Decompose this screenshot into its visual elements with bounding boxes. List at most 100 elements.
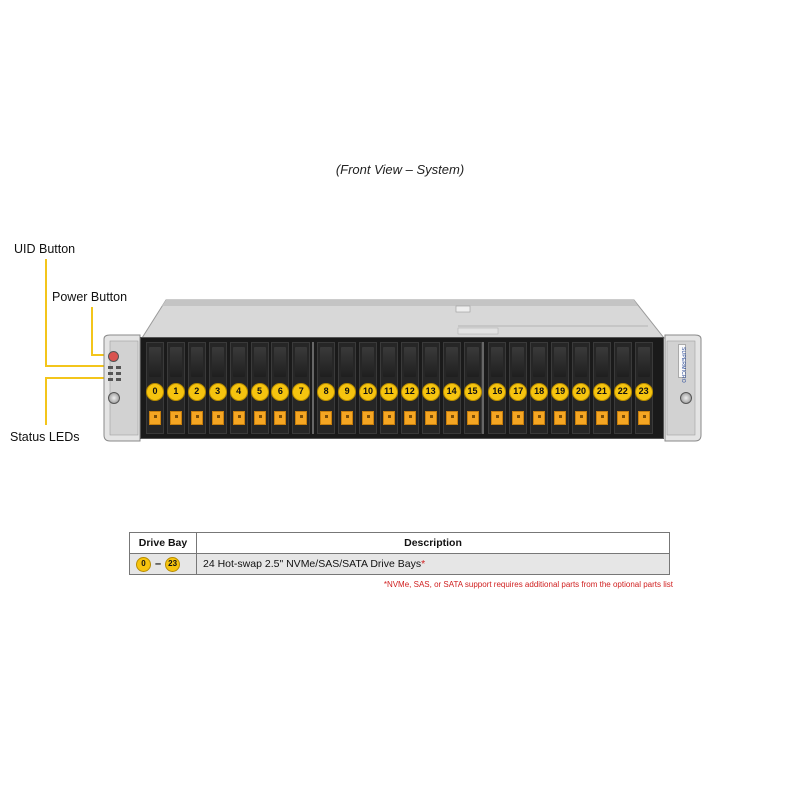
drive-activity-led (387, 415, 391, 418)
left-thumbscrew[interactable] (108, 392, 120, 404)
drive-release-tab[interactable] (533, 411, 546, 425)
drive-bay-11[interactable]: 11 (379, 342, 398, 434)
drive-bay-15[interactable]: 15 (463, 342, 482, 434)
drive-release-tab[interactable] (491, 411, 504, 425)
drive-latch[interactable] (169, 347, 182, 377)
drive-bay-0[interactable]: 0 (146, 342, 164, 434)
drive-bay-range-cell: 0 – 23 (129, 553, 197, 575)
uid-leader-horizontal (45, 365, 107, 367)
drive-bay-9[interactable]: 9 (338, 342, 357, 434)
table-header-row: Drive Bay Description (129, 532, 670, 554)
drive-latch[interactable] (253, 347, 266, 377)
drive-latch[interactable] (512, 347, 525, 377)
drive-bay-10[interactable]: 10 (359, 342, 377, 434)
drive-release-tab[interactable] (274, 411, 287, 425)
drive-bay-19[interactable]: 19 (551, 342, 570, 434)
drive-latch[interactable] (616, 347, 629, 377)
drive-release-tab[interactable] (149, 411, 161, 425)
drive-activity-led (450, 415, 454, 418)
drive-latch[interactable] (274, 347, 287, 377)
drive-release-tab[interactable] (403, 411, 416, 425)
drive-release-tab[interactable] (575, 411, 587, 425)
bay-number-badge: 2 (187, 383, 206, 401)
drive-release-tab[interactable] (211, 411, 224, 425)
drive-bay-12[interactable]: 12 (400, 342, 419, 434)
description-text: 24 Hot-swap 2.5" NVMe/SAS/SATA Drive Bay… (203, 558, 422, 570)
drive-release-tab[interactable] (595, 411, 608, 425)
drive-release-tab[interactable] (190, 411, 203, 425)
drive-bay-14[interactable]: 14 (442, 342, 461, 434)
bay-number-badge: 8 (317, 383, 336, 401)
drive-bay-5[interactable]: 5 (250, 342, 269, 434)
drive-release-tab[interactable] (232, 411, 245, 425)
drive-latch[interactable] (554, 347, 567, 377)
bay-number-badge: 5 (250, 383, 269, 401)
bay-number-badge: 4 (229, 383, 248, 401)
drive-release-tab[interactable] (637, 411, 650, 425)
drive-release-tab[interactable] (320, 411, 333, 425)
drive-latch[interactable] (491, 347, 504, 377)
drive-release-tab[interactable] (295, 411, 308, 425)
drive-release-tab[interactable] (362, 411, 374, 425)
drive-latch[interactable] (362, 347, 374, 377)
drive-bay-2[interactable]: 2 (187, 342, 206, 434)
drive-release-tab[interactable] (616, 411, 629, 425)
drive-bay-17[interactable]: 17 (509, 342, 528, 434)
drive-release-tab[interactable] (445, 411, 458, 425)
uid-button[interactable] (108, 372, 113, 375)
drive-latch[interactable] (575, 347, 587, 377)
drive-latch[interactable] (382, 347, 395, 377)
drive-bay-20[interactable]: 20 (572, 342, 590, 434)
power-button-label: Power Button (52, 290, 128, 304)
power-button[interactable] (108, 351, 119, 362)
drive-release-tab[interactable] (466, 411, 479, 425)
drive-activity-led (367, 415, 370, 418)
drive-activity-led (621, 415, 625, 418)
bay-number-badge: 17 (509, 383, 528, 401)
drive-bay-8[interactable]: 8 (317, 342, 336, 434)
drive-bay-1[interactable]: 1 (166, 342, 185, 434)
status-leds-label: Status LEDs (10, 430, 80, 444)
bay-number-badge: 6 (271, 383, 290, 401)
bay-number-badge: 0 (146, 383, 164, 401)
drive-bay-13[interactable]: 13 (421, 342, 440, 434)
drive-bay-3[interactable]: 3 (208, 342, 227, 434)
right-thumbscrew[interactable] (680, 392, 692, 404)
drive-bay-6[interactable]: 6 (271, 342, 290, 434)
drive-release-tab[interactable] (253, 411, 266, 425)
drive-release-tab[interactable] (512, 411, 525, 425)
bay-number-badge: 11 (379, 383, 398, 401)
drive-latch[interactable] (149, 347, 161, 377)
drive-latch[interactable] (445, 347, 458, 377)
drive-bay-4[interactable]: 4 (229, 342, 248, 434)
status-led-1 (108, 366, 113, 369)
drive-bay-23[interactable]: 23 (634, 342, 653, 434)
drive-latch[interactable] (341, 347, 354, 377)
drive-release-tab[interactable] (169, 411, 182, 425)
drive-latch[interactable] (232, 347, 245, 377)
drive-activity-led (429, 415, 433, 418)
drive-release-tab[interactable] (554, 411, 567, 425)
bay-number-badge: 21 (592, 383, 611, 401)
drive-latch[interactable] (533, 347, 546, 377)
drive-latch[interactable] (595, 347, 608, 377)
drive-bay-21[interactable]: 21 (592, 342, 611, 434)
bay-number-badge: 15 (463, 383, 482, 401)
drive-bay-22[interactable]: 22 (613, 342, 632, 434)
drive-latch[interactable] (466, 347, 479, 377)
drive-latch[interactable] (320, 347, 333, 377)
bay-range-separator: – (155, 558, 162, 570)
drive-latch[interactable] (403, 347, 416, 377)
drive-latch[interactable] (211, 347, 224, 377)
drive-latch[interactable] (295, 347, 308, 377)
drive-release-tab[interactable] (382, 411, 395, 425)
drive-activity-led (346, 415, 350, 418)
drive-latch[interactable] (424, 347, 437, 377)
drive-bay-7[interactable]: 7 (292, 342, 311, 434)
drive-release-tab[interactable] (424, 411, 437, 425)
drive-bay-18[interactable]: 18 (530, 342, 549, 434)
drive-release-tab[interactable] (341, 411, 354, 425)
drive-latch[interactable] (637, 347, 650, 377)
drive-bay-16[interactable]: 16 (488, 342, 507, 434)
drive-latch[interactable] (190, 347, 203, 377)
